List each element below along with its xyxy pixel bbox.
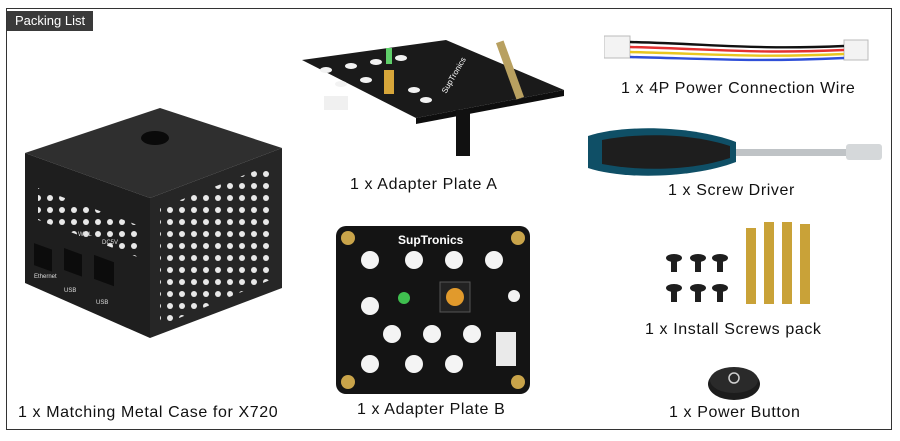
adapter-plate-a-image: SupTronics	[302, 40, 564, 156]
screwdriver-image	[588, 128, 882, 176]
item-label-screws-pack: 1 x Install Screws pack	[645, 321, 822, 338]
packing-list-frame	[6, 8, 892, 430]
item-label-power-button: 1 x Power Button	[669, 404, 801, 421]
case-label-dc: DC5V	[102, 240, 118, 246]
adapter-plate-b-image: SupTronics	[336, 226, 530, 394]
case-label-usb1: USB	[64, 288, 76, 294]
plate-b-brand: SupTronics	[398, 233, 464, 247]
metal-case-image: WOL DC5V Ethernet USB USB	[25, 108, 282, 338]
item-label-metal-case: 1 x Matching Metal Case for X720	[18, 404, 279, 421]
item-label-adapter-plate-b: 1 x Adapter Plate B	[357, 401, 506, 418]
item-label-power-wire: 1 x 4P Power Connection Wire	[621, 80, 856, 97]
screws-pack-image	[666, 222, 810, 304]
case-label-ethernet: Ethernet	[34, 274, 57, 280]
section-title: Packing List	[7, 11, 94, 31]
case-label-usb2: USB	[96, 300, 108, 306]
power-button-image	[708, 367, 760, 400]
item-label-adapter-plate-a: 1 x Adapter Plate A	[350, 176, 498, 193]
item-label-screwdriver: 1 x Screw Driver	[668, 182, 795, 199]
power-wire-image	[604, 35, 869, 62]
case-label-wol: WOL	[78, 232, 92, 238]
